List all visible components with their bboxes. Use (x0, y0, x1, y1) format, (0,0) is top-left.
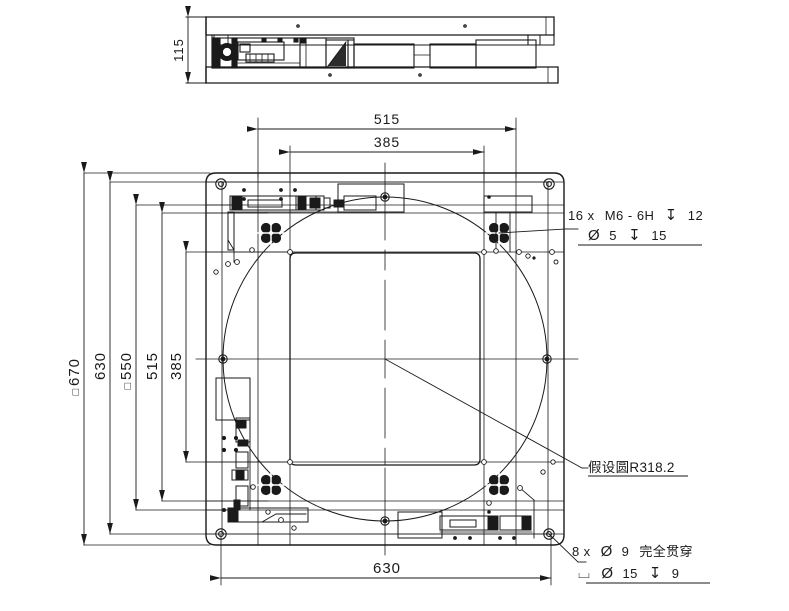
thread-spec: M6 - 6H (605, 208, 655, 223)
square-symbol-670: □ (70, 388, 82, 395)
hole-count: 8 x (572, 544, 591, 559)
hole-diameter: 9 (622, 544, 630, 559)
dimension-label-515-left: 515 (144, 352, 161, 380)
construction-lines (205, 172, 565, 546)
dimension-label-115: 115 (171, 38, 186, 62)
depth-symbol-icon: ↧ (628, 227, 641, 244)
plate-outline (205, 172, 565, 546)
diameter-symbol-icon: Ø (601, 543, 613, 560)
m6-hole-cluster-group (257, 219, 513, 499)
dimension-115 (185, 6, 207, 84)
diameter-symbol-icon: Ø (601, 565, 613, 582)
dimension-label-515-top: 515 (374, 111, 400, 127)
depth-symbol-icon: ↧ (649, 565, 662, 582)
right-edge-mechanism (483, 195, 536, 260)
left-edge-mechanism (215, 377, 256, 512)
bottom-edge-mechanism (227, 485, 535, 540)
svg-text:16 x M6 - 6H ↧: 16 x M6 - 6H ↧ 12 (568, 207, 703, 224)
pilot-depth: 15 (651, 228, 666, 243)
dimension-label-630-left: 630 (92, 352, 109, 380)
annotation-through-hole: 8 x Ø 9 完全贯穿 ⌴ Ø 15 ↧ 9 (572, 543, 693, 582)
svg-text:Ø 5 ↧: Ø 5 ↧ 15 (588, 227, 667, 244)
annotation-bolt-circle: 假设圆R318.2 (588, 460, 675, 475)
bottom-dimension (210, 534, 552, 586)
square-symbol-550: □ (122, 382, 134, 389)
svg-text:⌴ Ø 15: ⌴ Ø 15 ↧ 9 (578, 565, 679, 582)
through-note: 完全贯穿 (639, 544, 693, 559)
dimension-label-670: 670 (66, 358, 83, 386)
leader-lines (384, 228, 589, 563)
diameter-symbol-icon: Ø (588, 227, 600, 244)
dimension-label-385-left: 385 (168, 352, 185, 380)
leader-bolt-circle (384, 358, 583, 469)
counterbore-diameter: 15 (623, 566, 638, 581)
dimension-label-630-bottom: 630 (373, 560, 401, 577)
annotation-thread-callout: 16 x M6 - 6H ↧ 12 Ø 5 ↧ 15 (568, 207, 703, 244)
top-dimensions (247, 117, 517, 181)
m6-hole-cluster-bottom-right (485, 471, 513, 499)
counterbore-symbol-icon: ⌴ (578, 565, 590, 582)
m6-hole-cluster-top-left (257, 219, 285, 247)
svg-text:8 x Ø 9: 8 x Ø 9 完全贯穿 (572, 543, 693, 560)
top-edge-mechanism (213, 183, 405, 275)
leader-through-hole (548, 533, 579, 563)
bolt-circle-text: 假设圆R318.2 (588, 460, 675, 475)
side-elevation-view (185, 6, 559, 84)
counterbore-depth: 9 (672, 566, 680, 581)
top-view (195, 162, 579, 556)
locator-holes (287, 249, 559, 475)
thread-depth: 12 (688, 208, 703, 223)
dimension-label-385-top: 385 (374, 134, 400, 150)
dimension-label-550: 550 (118, 352, 135, 380)
depth-symbol-icon: ↧ (665, 207, 678, 224)
leader-thread-callout (498, 228, 567, 234)
center-lines (195, 162, 579, 556)
thread-count: 16 x (568, 208, 595, 223)
pilot-diameter: 5 (609, 228, 617, 243)
text-labels: 115 515 385 □ 670 630 □ 550 515 385 630 … (66, 38, 703, 582)
m6-hole-cluster-bottom-left (257, 471, 285, 499)
